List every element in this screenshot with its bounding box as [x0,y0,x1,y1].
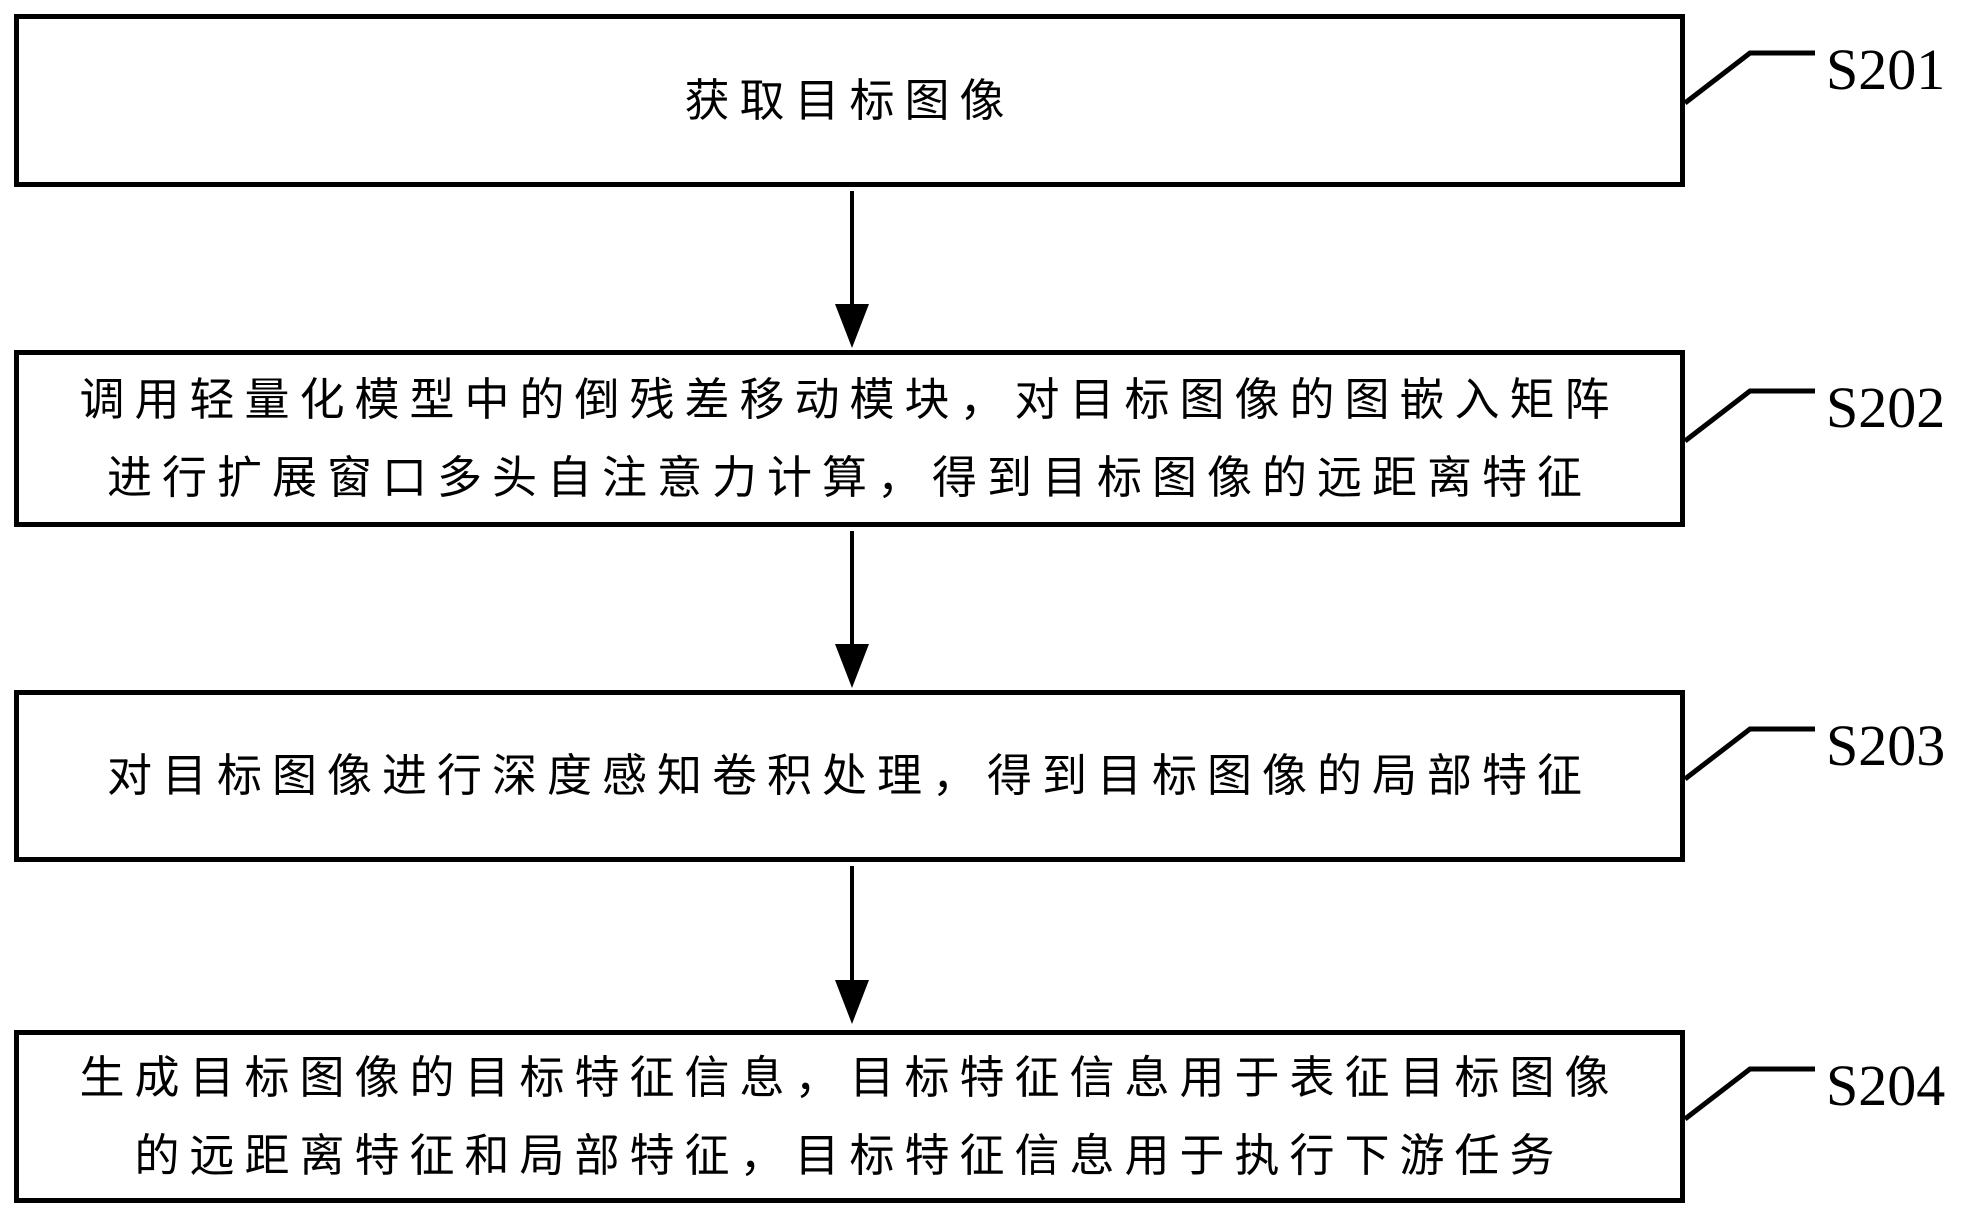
flow-box-s203: 对目标图像进行深度感知卷积处理，得到目标图像的局部特征 [14,690,1685,862]
flow-box-s204: 生成目标图像的目标特征信息，目标特征信息用于表征目标图像 的远距离特征和局部特征… [14,1030,1685,1203]
flow-box-s202-text-line2: 进行扩展窗口多头自注意力计算，得到目标图像的远距离特征 [106,450,1592,504]
arrow-shaft-2 [850,531,854,647]
leader-line-s203 [1683,726,1815,781]
flow-box-s204-text-line1: 生成目标图像的目标特征信息，目标特征信息用于表征目标图像 [79,1050,1620,1104]
step-label-s202: S202 [1826,375,1946,440]
arrow-down-icon [835,644,869,688]
arrow-down-icon [835,980,869,1024]
arrow-down-icon [835,304,869,348]
step-label-s204: S204 [1826,1053,1946,1118]
flow-box-s201-text: 获取目标图像 [684,73,1015,127]
arrow-shaft-3 [850,866,854,982]
flow-box-s202: 调用轻量化模型中的倒残差移动模块，对目标图像的图嵌入矩阵 进行扩展窗口多头自注意… [14,350,1685,527]
leader-line-s202 [1683,388,1815,443]
flow-box-s204-text-line2: 的远距离特征和局部特征，目标特征信息用于执行下游任务 [134,1128,1565,1182]
step-label-s201: S201 [1826,37,1946,102]
step-label-s203: S203 [1826,713,1946,778]
flow-box-s202-text-line1: 调用轻量化模型中的倒残差移动模块，对目标图像的图嵌入矩阵 [79,372,1620,426]
flow-box-s203-text: 对目标图像进行深度感知卷积处理，得到目标图像的局部特征 [106,749,1592,802]
leader-line-s201 [1683,50,1815,105]
arrow-shaft-1 [850,191,854,307]
flow-box-s201: 获取目标图像 [14,14,1685,187]
leader-line-s204 [1683,1066,1815,1121]
